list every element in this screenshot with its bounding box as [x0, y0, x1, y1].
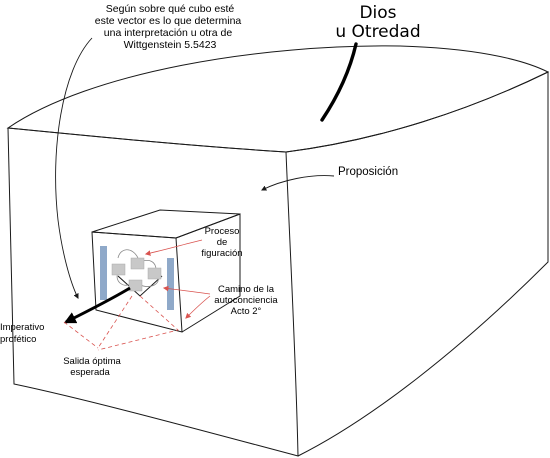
left-blue-panel [100, 246, 107, 300]
top-note-line-4: Wittgenstein 5.5423 [124, 39, 217, 51]
salida-line-2: esperada [70, 367, 110, 378]
figuration-network [111, 249, 162, 292]
proceso-line-3: figuración [201, 248, 242, 259]
imperativo-arrow [63, 286, 131, 324]
note-arrow [55, 37, 93, 299]
imperativo-line-2: profético [0, 334, 36, 345]
proceso-line-2: de [217, 237, 228, 248]
proceso-line-1: Proceso [205, 226, 240, 237]
imperativo-label: Imperativo profético [0, 322, 44, 345]
outer-cube-right-face [285, 71, 549, 457]
dios-line-1: Dios [359, 3, 396, 23]
dios-line-2: u Otredad [335, 22, 420, 42]
inner-cube-right-face [175, 213, 241, 333]
gray-box-1 [111, 263, 126, 276]
dios-arrow [320, 42, 358, 122]
salida-lines [63, 295, 179, 351]
gray-box-4 [128, 279, 143, 292]
salida-line-1: Salida óptima [63, 356, 121, 367]
dios-label: Dios u Otredad [335, 3, 420, 42]
camino-label: Camino de la autoconciencia Acto 2° [214, 284, 278, 317]
top-note-line-3: una interpretación u otra de [104, 27, 233, 39]
salida-label: Salida óptima esperada [63, 356, 121, 378]
gray-box-3 [147, 267, 162, 280]
top-note-line-1: Según sobre qué cubo esté [106, 3, 235, 15]
gray-box-2 [130, 257, 145, 270]
top-note: Según sobre qué cubo esté este vector es… [95, 3, 242, 51]
camino-line-1: Camino de la [218, 284, 275, 295]
camino-arrow [162, 285, 211, 295]
proceso-arrow [144, 239, 203, 256]
outer-cube [6, 45, 550, 457]
camino-line-3: Acto 2° [231, 306, 262, 317]
top-note-line-2: este vector es lo que determina [95, 15, 242, 27]
right-blue-panel [167, 258, 174, 310]
proposicion-label: Proposición [338, 166, 398, 178]
proceso-label: Proceso de figuración [201, 226, 242, 259]
camino-arrow-2 [185, 295, 211, 319]
imperativo-line-1: Imperativo [0, 322, 44, 333]
proposicion-arrow [261, 175, 335, 191]
camino-line-2: autoconciencia [214, 295, 278, 306]
